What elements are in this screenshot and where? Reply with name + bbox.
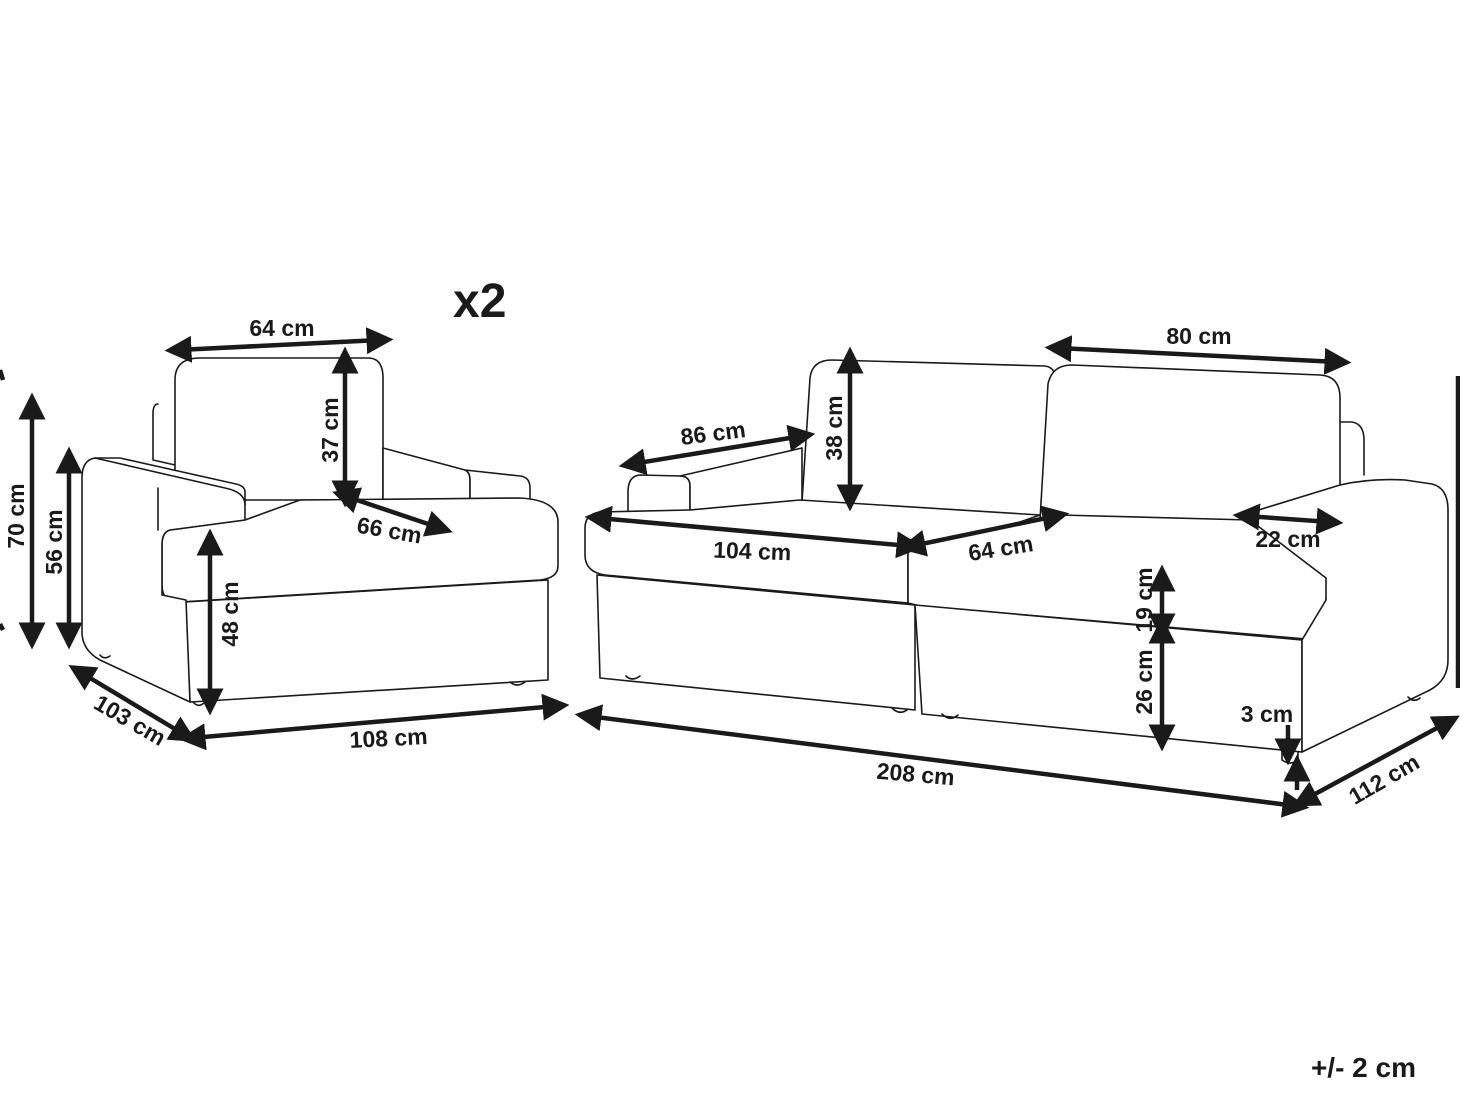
sofa-seat-width-label: 104 cm	[713, 537, 792, 566]
sofa-cushion-height-label: 19 cm	[1131, 567, 1157, 632]
sofa-arm-width-label: 22 cm	[1255, 526, 1320, 552]
dimension-lines	[0, 327, 1460, 818]
sofa-width-label: 208 cm	[876, 758, 956, 791]
quantity-label: x2	[453, 275, 506, 328]
tolerance-note: +/- 2 cm	[1310, 1052, 1416, 1083]
armchair-width-label: 108 cm	[349, 723, 428, 753]
sofa-leg-height-label: 3 cm	[1241, 701, 1293, 727]
armchair-total-height-label: 70 cm	[3, 483, 29, 548]
sofa-base-height-label: 26 cm	[1131, 649, 1157, 714]
armchair-backrest-width-label: 64 cm	[249, 315, 314, 341]
armchair-drawing	[81, 357, 559, 707]
sofa-backrest-height-label: 38 cm	[821, 395, 847, 460]
sofa-backrest-width-label: 80 cm	[1166, 323, 1231, 349]
armchair-seat-height-label: 48 cm	[217, 581, 243, 646]
armchair-arm-height-label: 56 cm	[41, 509, 67, 574]
armchair-backrest-height-label: 37 cm	[317, 397, 343, 462]
